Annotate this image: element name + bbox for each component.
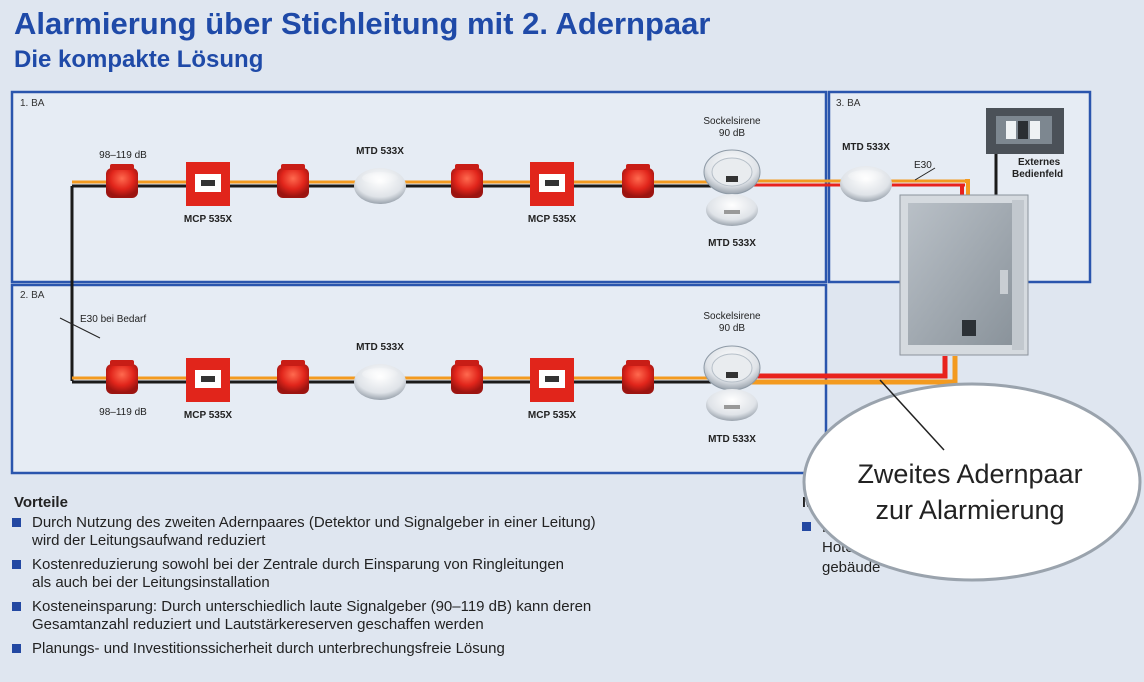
detector-row2-1: [354, 364, 406, 400]
detector-zone3: [840, 166, 892, 202]
vorteile-item: Kosteneinsparung: Durch unterschiedlich …: [10, 598, 800, 634]
mcp-row2-2: [530, 358, 574, 402]
zone-2-label: 2. BA: [20, 290, 45, 301]
callout-line1: Zweites Adernpaar: [857, 459, 1083, 489]
zone-3-label: 3. BA: [836, 98, 861, 109]
mcp-label-row1-1: MCP 535X: [184, 214, 233, 225]
mtd-label-row1-1: MTD 533X: [356, 146, 404, 157]
alarm-pair-orange: [745, 356, 958, 385]
page-subtitle: Die kompakte Lösung: [14, 46, 264, 73]
sockel-db-label-row1: 90 dB: [719, 128, 745, 139]
sounder-row1-3: [451, 164, 483, 198]
detector-row1-1: [354, 168, 406, 204]
db-label-row2: 98–119 dB: [99, 407, 147, 418]
base-sounder-row2: [703, 345, 761, 421]
vorteile-item: Durch Nutzung des zweiten Adernpaares (D…: [10, 514, 800, 550]
sounder-row2-3: [451, 360, 483, 394]
mcp-label-row2-2: MCP 535X: [528, 410, 577, 421]
mtd-label-row1-base: MTD 533X: [708, 238, 756, 249]
mtd-label-zone3: MTD 533X: [842, 142, 890, 153]
bullet: [12, 644, 21, 653]
alarm-pair-red: [745, 356, 948, 379]
vorteile-item: Kostenreduzierung sowohl bei der Zentral…: [10, 556, 800, 592]
sounder-row1-1: [106, 164, 138, 198]
mtd-label-row2-base: MTD 533X: [708, 434, 756, 445]
ext-label-1: Externes: [1018, 157, 1061, 168]
bullet: [12, 560, 21, 569]
ext-label-2: Bedienfeld: [1012, 169, 1063, 180]
external-control-panel: [986, 108, 1064, 154]
sounder-row1-4: [622, 164, 654, 198]
e30-label: E30: [914, 160, 932, 171]
base-sounder-row1: [703, 149, 761, 226]
callout-bubble: [802, 382, 1142, 582]
sounder-row1-2: [277, 164, 309, 198]
sockelsirene-label-row2: Sockelsirene: [703, 311, 761, 322]
sounder-row2-2: [277, 360, 309, 394]
callout-pointer: [879, 379, 945, 451]
sockel-db-label-row2: 90 dB: [719, 323, 745, 334]
db-label-row1: 98–119 dB: [99, 150, 147, 161]
mcp-label-row1-2: MCP 535X: [528, 214, 577, 225]
mtd-label-row2-1: MTD 533X: [356, 342, 404, 353]
callout-text: Zweites Adernpaar zur Alarmierung: [820, 456, 1120, 528]
mcp-row1-2: [530, 162, 574, 206]
sounder-row2-4: [622, 360, 654, 394]
vorteile-item: Planungs- und Investitionssicherheit dur…: [10, 640, 800, 658]
vorteile-heading: Vorteile: [14, 494, 68, 511]
sounder-row2-1: [106, 360, 138, 394]
control-panel-cabinet: [899, 194, 1029, 356]
mcp-label-row2-1: MCP 535X: [184, 410, 233, 421]
vorteile-list: Durch Nutzung des zweiten Adernpaares (D…: [10, 514, 800, 664]
mcp-row2-1: [186, 358, 230, 402]
sockelsirene-label-row1: Sockelsirene: [703, 116, 761, 127]
mcp-row1-1: [186, 162, 230, 206]
zone-1-label: 1. BA: [20, 98, 45, 109]
callout-line2: zur Alarmierung: [875, 495, 1065, 525]
bullet: [12, 518, 21, 527]
bullet: [802, 522, 811, 531]
page-title: Alarmierung über Stichleitung mit 2. Ade…: [14, 6, 711, 41]
e30-bedarf-label: E30 bei Bedarf: [80, 314, 146, 325]
bullet: [12, 602, 21, 611]
